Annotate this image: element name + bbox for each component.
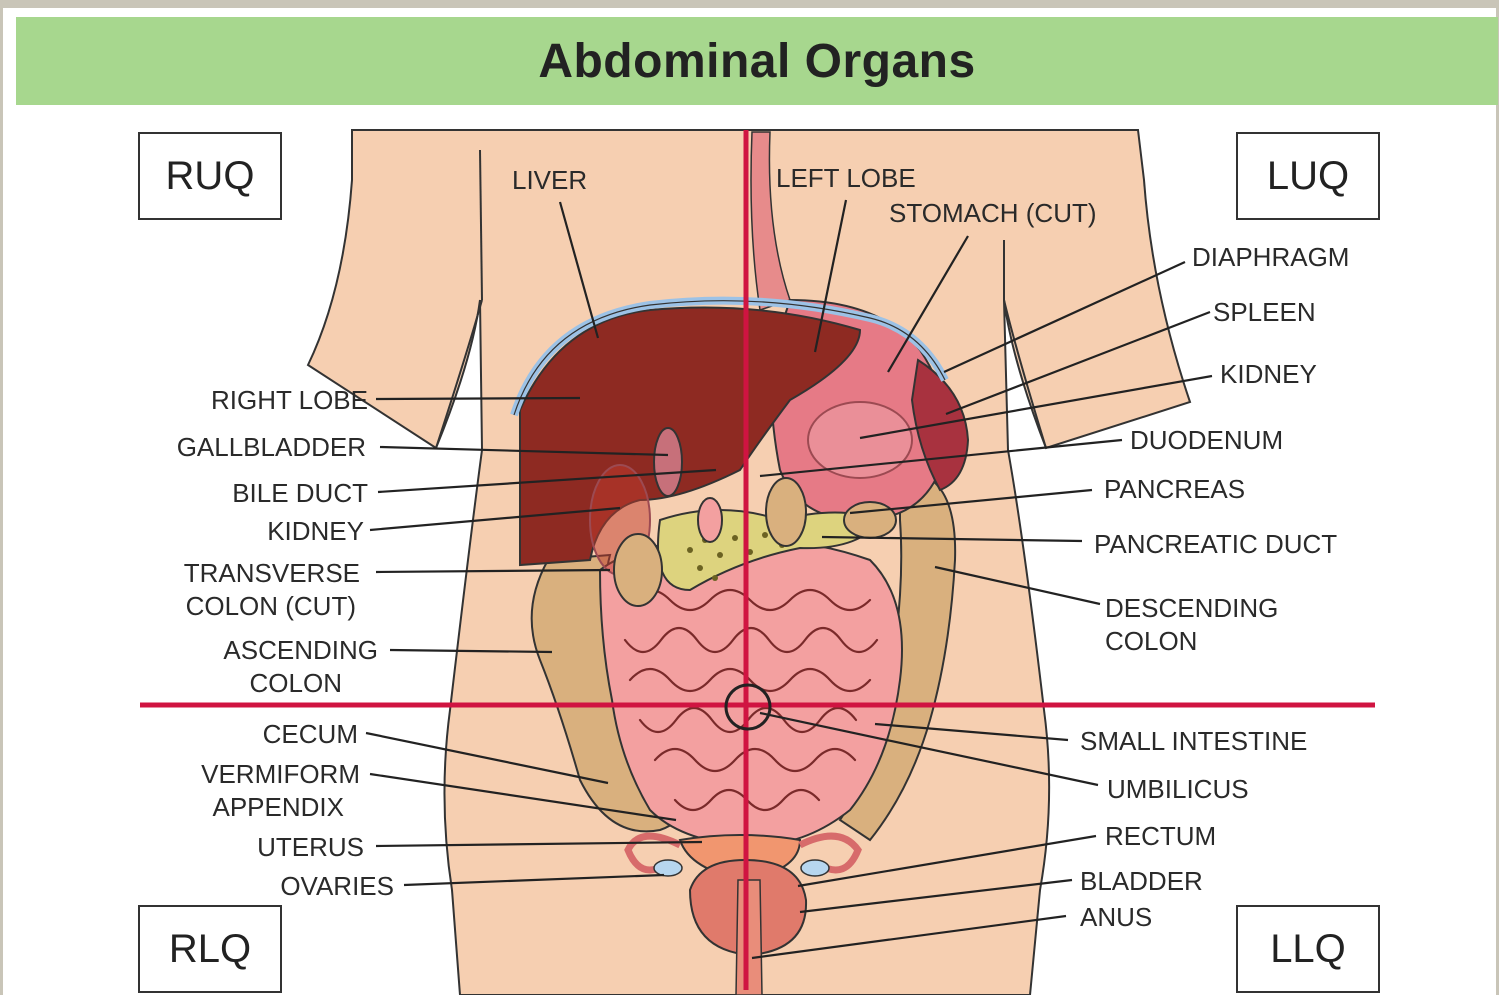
label-gallbladder: GALLBLADDER <box>177 432 366 462</box>
label-descending-colon-1: DESCENDING <box>1105 593 1278 623</box>
transverse-colon-cut-left <box>844 502 896 538</box>
label-appendix-1: VERMIFORM <box>201 759 360 789</box>
label-rectum: RECTUM <box>1105 821 1216 851</box>
transverse-colon-cut-right <box>614 534 662 606</box>
duodenum-cut <box>698 498 722 542</box>
label-uterus: UTERUS <box>257 832 364 862</box>
label-umbilicus: UMBILICUS <box>1107 774 1249 804</box>
quadrant-llq: LLQ <box>1236 905 1380 993</box>
label-appendix-2: APPENDIX <box>213 792 345 822</box>
label-cecum: CECUM <box>263 719 358 749</box>
label-small-intestine: SMALL INTESTINE <box>1080 726 1307 756</box>
rectum-shape <box>736 880 762 995</box>
label-diaphragm: DIAPHRAGM <box>1192 242 1349 272</box>
label-ascending-colon-1: ASCENDING <box>223 635 378 665</box>
label-descending-colon-2: COLON <box>1105 626 1197 656</box>
label-transverse-colon-2: COLON (CUT) <box>186 591 356 621</box>
label-right-lobe: RIGHT LOBE <box>211 385 368 415</box>
label-left-lobe: LEFT LOBE <box>776 163 916 193</box>
label-anus: ANUS <box>1080 902 1152 932</box>
label-spleen: SPLEEN <box>1213 297 1316 327</box>
ovary-left-shape <box>801 860 829 876</box>
label-transverse-colon-1: TRANSVERSE <box>184 558 360 588</box>
label-liver: LIVER <box>512 165 587 195</box>
ovary-right-shape <box>654 860 682 876</box>
label-bile-duct: BILE DUCT <box>232 478 368 508</box>
label-duodenum: DUODENUM <box>1130 425 1283 455</box>
label-bladder: BLADDER <box>1080 866 1203 896</box>
label-pancreatic-duct: PANCREATIC DUCT <box>1094 529 1337 559</box>
label-pancreas: PANCREAS <box>1104 474 1245 504</box>
label-kidney-left: KIDNEY <box>1220 359 1317 389</box>
label-ovaries: OVARIES <box>280 871 394 901</box>
quadrant-luq: LUQ <box>1236 132 1380 220</box>
label-kidney-right: KIDNEY <box>267 516 364 546</box>
quadrant-rlq: RLQ <box>138 905 282 993</box>
quadrant-ruq: RUQ <box>138 132 282 220</box>
transverse-colon-cut-mid <box>766 478 806 546</box>
label-stomach-cut: STOMACH (CUT) <box>889 198 1097 228</box>
label-ascending-colon-2: COLON <box>250 668 342 698</box>
gallbladder-shape <box>654 428 682 496</box>
